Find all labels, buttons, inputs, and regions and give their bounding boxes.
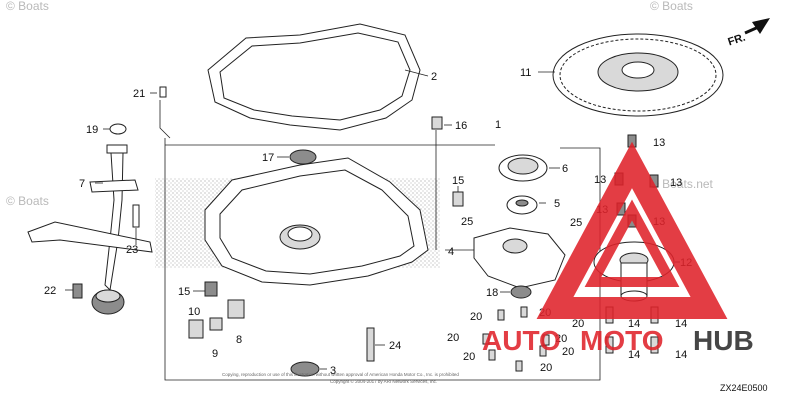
bolt-20-b (520, 306, 528, 318)
callout-10: 10 (188, 306, 200, 318)
bolt-20-c (482, 333, 490, 345)
watermark-top-right: © Boats (650, 0, 693, 13)
callout-13-a: 13 (653, 137, 665, 149)
svg-text:HUB: HUB (693, 325, 754, 356)
fitting-15b (204, 281, 218, 297)
callout-20-h: 20 (540, 362, 552, 374)
plug-16 (431, 116, 443, 130)
bolt-23 (132, 204, 140, 228)
bolt-14-c (605, 336, 614, 354)
bolt-24 (366, 327, 375, 362)
bolt-22 (72, 283, 83, 299)
washer (109, 123, 127, 135)
bolt-20-a (497, 309, 505, 321)
callout-6: 6 (562, 163, 568, 175)
callout-14-d: 14 (675, 349, 687, 361)
oil-seal-18 (510, 285, 532, 299)
brand-logo: AUTO MOTO HUB (482, 141, 754, 356)
bolt-20-g (515, 360, 523, 372)
callout-23: 23 (126, 244, 138, 256)
bolt-20-d (542, 334, 550, 346)
callout-11: 11 (520, 67, 531, 79)
callout-24: 24 (389, 340, 401, 352)
gasket (207, 23, 421, 131)
callout-7: 7 (79, 178, 85, 190)
callout-15-a: 15 (452, 175, 464, 187)
bolt-20-f (539, 345, 547, 357)
callout-14-c: 14 (628, 349, 640, 361)
front-arrow: FR. (726, 18, 770, 48)
pump-gear-outer (498, 154, 548, 182)
callout-16: 16 (455, 120, 467, 132)
copyright-line-1: Copying, reproduction or use of this ill… (222, 372, 459, 377)
dowel-pin (159, 86, 167, 98)
svg-text:AUTO: AUTO (482, 325, 561, 356)
callout-17: 17 (262, 152, 274, 164)
copyright-line-2: Copyright © 2004-2017 by ARI Network Ser… (330, 378, 437, 384)
assembly-box-frame (164, 138, 601, 381)
callout-15-b: 15 (178, 286, 190, 298)
watermark-right: © Boats.net (650, 177, 714, 191)
spring-9 (209, 317, 223, 331)
callout-22: 22 (44, 285, 56, 297)
callout-14-a: 14 (628, 318, 640, 330)
callout-8: 8 (236, 334, 242, 346)
flywheel (552, 33, 724, 117)
transmission-case (204, 157, 429, 286)
pump-gear-inner (506, 195, 538, 215)
callout-4: 4 (448, 246, 454, 258)
callout-19: 19 (86, 124, 98, 136)
watermark-left: © Boats (6, 194, 49, 208)
callout-20-c: 20 (572, 318, 584, 330)
callout-25-b: 25 (570, 217, 582, 229)
oil-seal-3 (290, 361, 320, 377)
callout-20-g: 20 (562, 346, 574, 358)
callout-21: 21 (133, 88, 145, 100)
callout-5: 5 (554, 198, 560, 210)
callout-3: 3 (330, 365, 336, 377)
callout-2: 2 (431, 71, 437, 83)
callout-9: 9 (212, 348, 218, 360)
callout-13-b: 13 (594, 174, 606, 186)
watermark-top-left: © Boats (6, 0, 49, 13)
callout-20-e: 20 (555, 333, 567, 345)
oil-seal-17 (289, 149, 317, 165)
bolt-20-e (488, 349, 496, 361)
callout-1: 1 (495, 119, 501, 131)
callout-20-a: 20 (470, 311, 482, 323)
pump-cover (473, 227, 566, 289)
filter-10 (188, 319, 204, 339)
plug-8 (227, 299, 245, 319)
fitting-15 (452, 191, 464, 207)
bolt-14-d (650, 336, 659, 354)
callout-18: 18 (486, 287, 498, 299)
diagram-code: ZX24E0500 (720, 383, 768, 393)
svg-text:MOTO: MOTO (580, 325, 663, 356)
callout-13-c: 13 (670, 177, 682, 189)
callout-20-d: 20 (447, 332, 459, 344)
callout-25-a: 25 (461, 216, 473, 228)
svg-text:FR.: FR. (726, 32, 747, 49)
callout-14-b: 14 (675, 318, 687, 330)
callout-20-f: 20 (463, 351, 475, 363)
